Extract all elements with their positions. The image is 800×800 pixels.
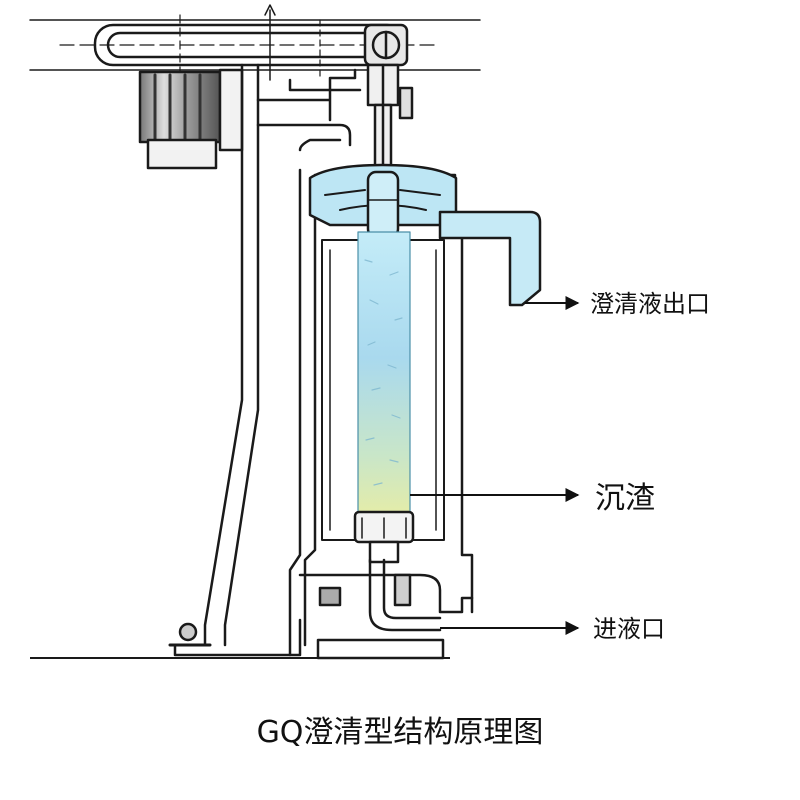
motor (138, 68, 244, 170)
machine-frame (168, 63, 474, 660)
bowl-head (308, 163, 458, 239)
belt-drive-cover (29, 4, 481, 81)
rotating-bowl (321, 231, 445, 541)
diagram-caption: GQ澄清型结构原理图 (257, 715, 544, 750)
bowl-bottom (353, 510, 415, 564)
inlet-assembly (298, 558, 474, 632)
label-sediment: 沉渣 (595, 481, 655, 516)
pulley (363, 23, 409, 67)
label-clear-liquid-outlet: 澄清液出口 (590, 290, 710, 318)
spindle (366, 63, 414, 182)
label-liquid-inlet: 进液口 (593, 615, 665, 643)
clear-liquid-outlet-pipe (438, 210, 542, 307)
